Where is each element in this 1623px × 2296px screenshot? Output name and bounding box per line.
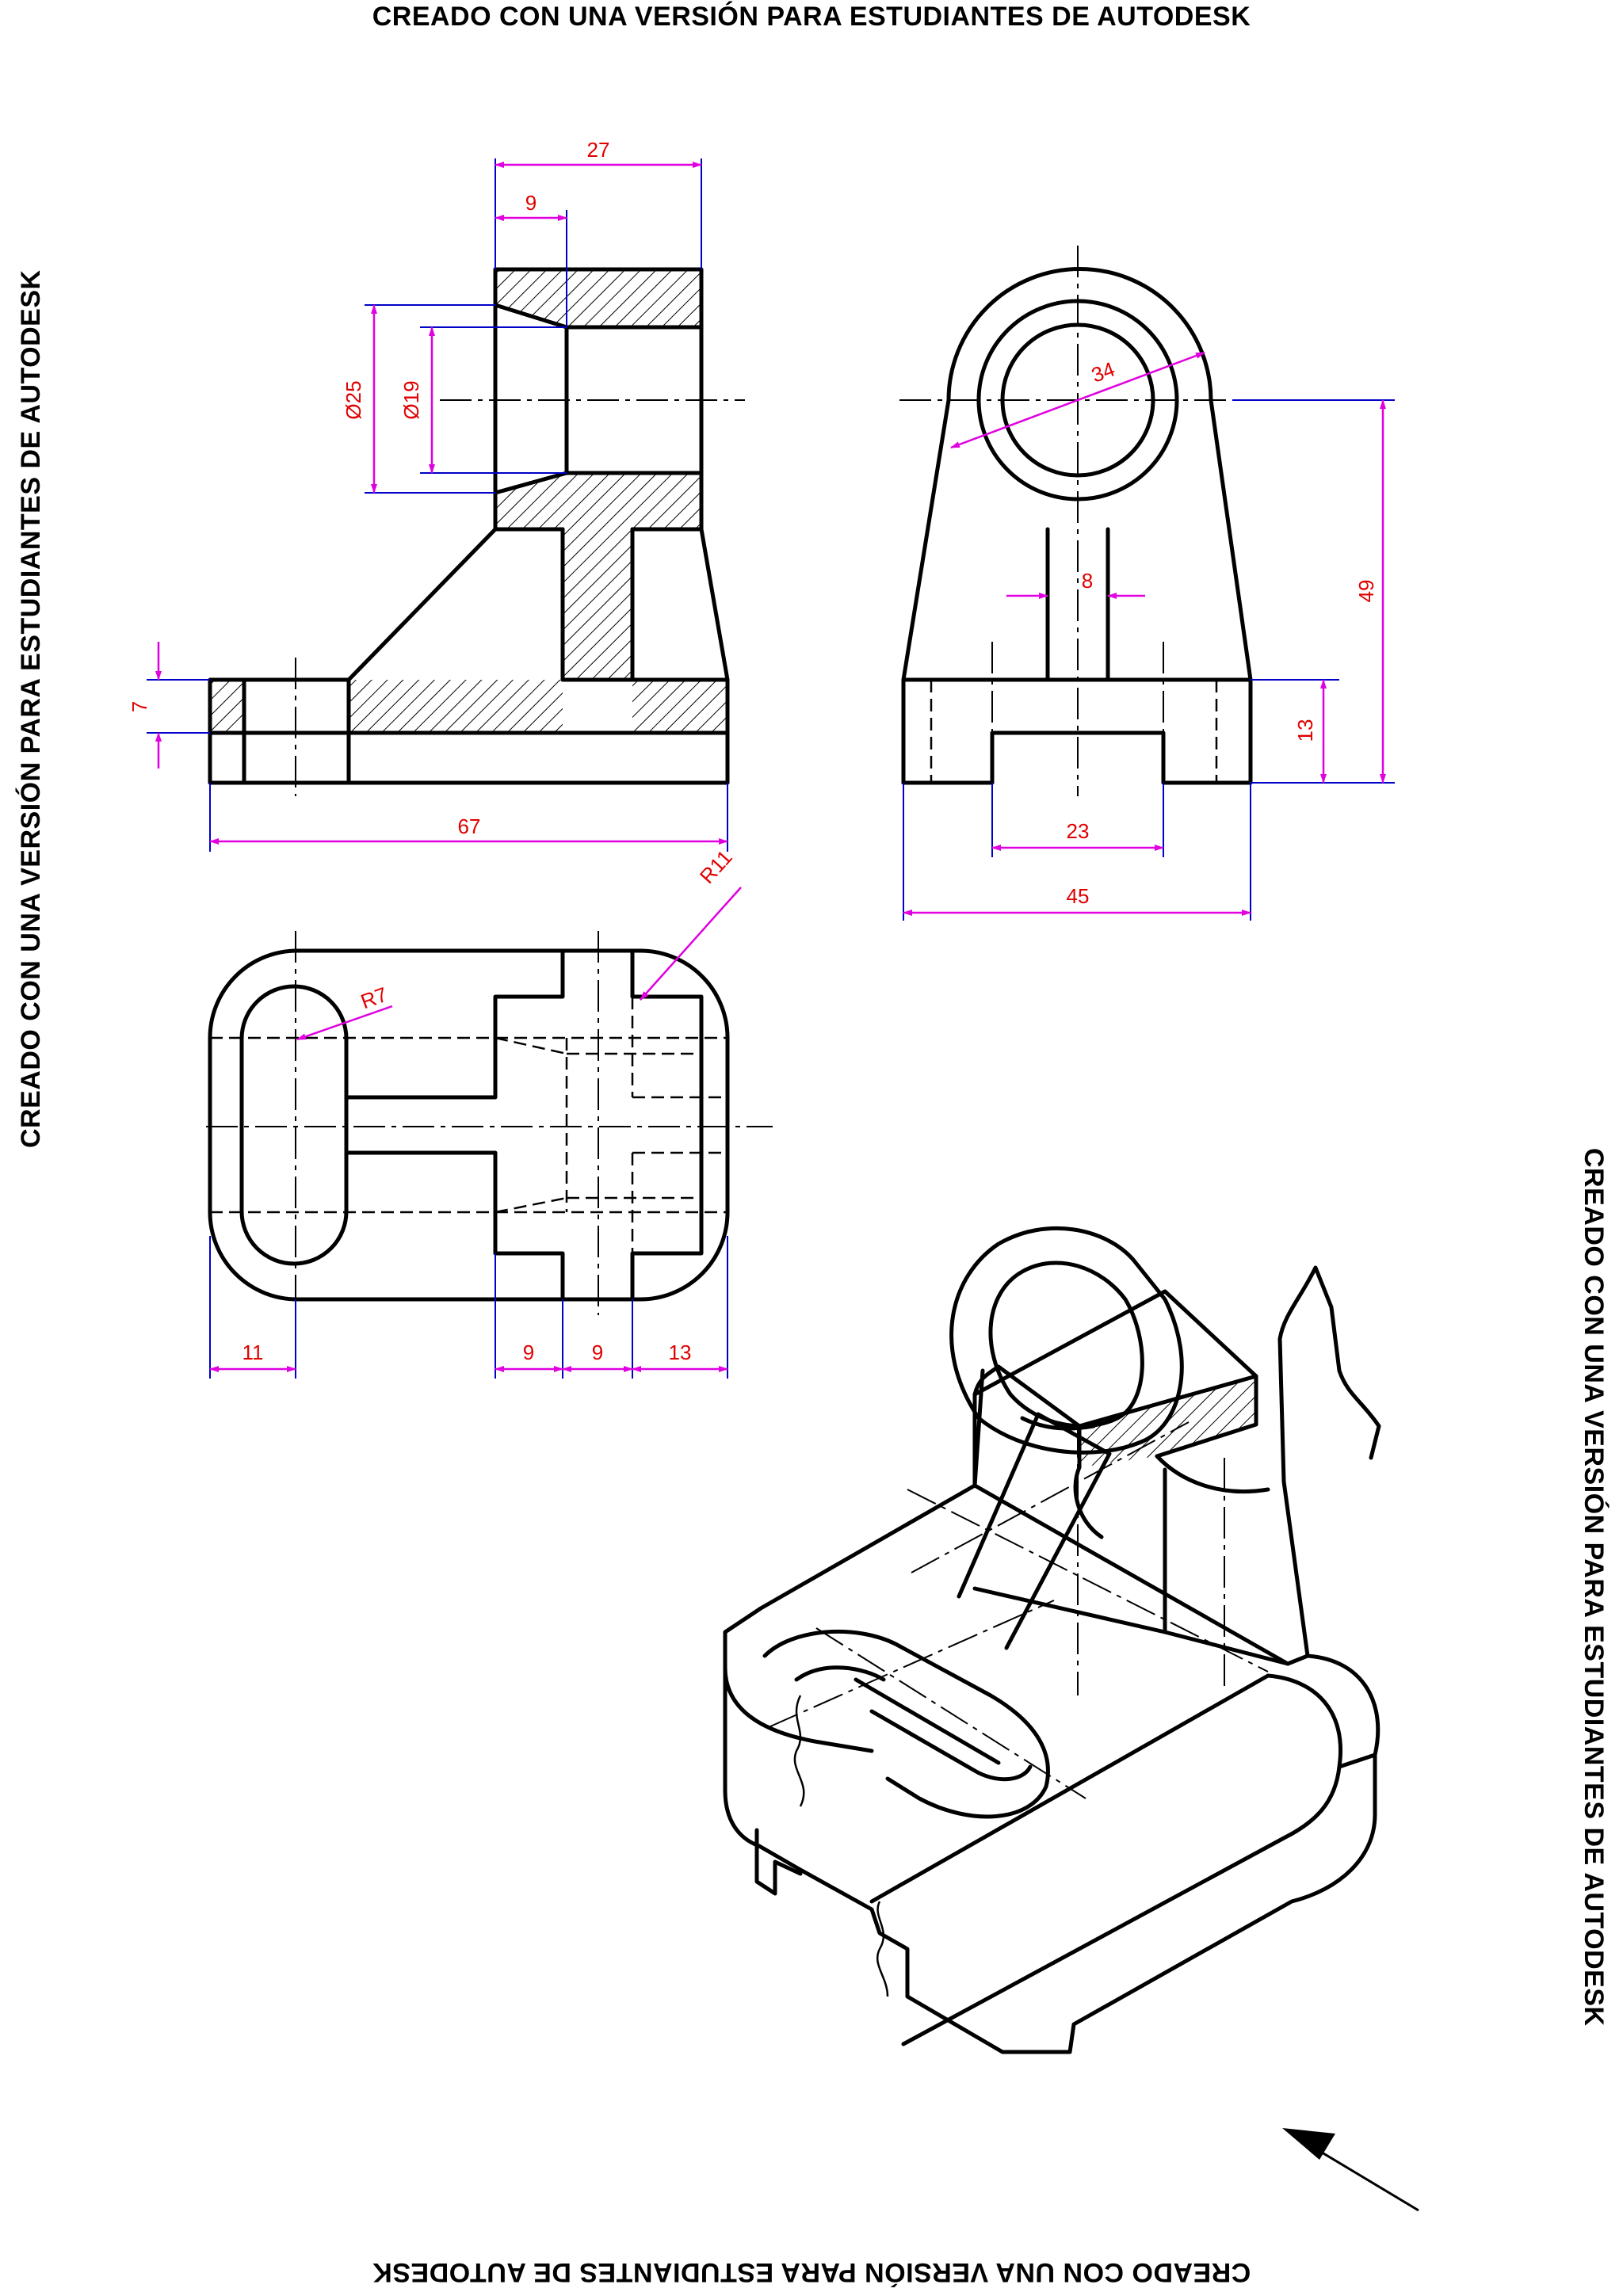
front-hatch-base-right: [632, 680, 727, 733]
dim-side-45: 45: [1067, 884, 1090, 908]
dim-front-7: 7: [128, 701, 151, 712]
dim-top-11: 11: [242, 1341, 264, 1364]
dim-top-9a: 9: [523, 1341, 534, 1364]
iso-base: [723, 1483, 1381, 2054]
dim-front-d25: Ø25: [342, 380, 365, 419]
front-view: 27 9 Ø25 Ø19 7 67: [128, 138, 745, 852]
view-direction-arrow: [1282, 2128, 1419, 2212]
dim-side-13: 13: [1293, 719, 1317, 742]
dim-top-9b: 9: [592, 1341, 603, 1364]
iso-hatch: [1079, 1376, 1256, 1467]
front-hatch-base: [349, 680, 563, 733]
front-hatch-lug: [210, 680, 244, 733]
watermark-top: CREADO CON UNA VERSIÓN PARA ESTUDIANTES …: [372, 2, 1251, 32]
dim-top-r11: R11: [695, 845, 737, 888]
dim-side-23: 23: [1067, 819, 1090, 843]
dim-side-49: 49: [1354, 580, 1378, 603]
side-view: 34 8 49 13 23 45: [899, 246, 1395, 921]
dim-front-d19: Ø19: [399, 380, 423, 419]
dim-front-9: 9: [525, 191, 537, 215]
side-outline: [901, 267, 1253, 682]
isometric-view: [723, 1226, 1381, 2054]
dim-side-34: 34: [1088, 357, 1117, 387]
dim-side-8: 8: [1082, 569, 1093, 593]
dim-front-27: 27: [587, 138, 610, 162]
top-outline: [208, 948, 730, 1302]
top-slot: [239, 984, 349, 1266]
front-hatch-top: [495, 269, 701, 327]
dim-front-67: 67: [458, 814, 481, 838]
front-hatch-web: [495, 473, 701, 680]
top-view: R7 R11 11 9 9 13: [206, 845, 773, 1379]
dim-top-13: 13: [669, 1341, 692, 1364]
